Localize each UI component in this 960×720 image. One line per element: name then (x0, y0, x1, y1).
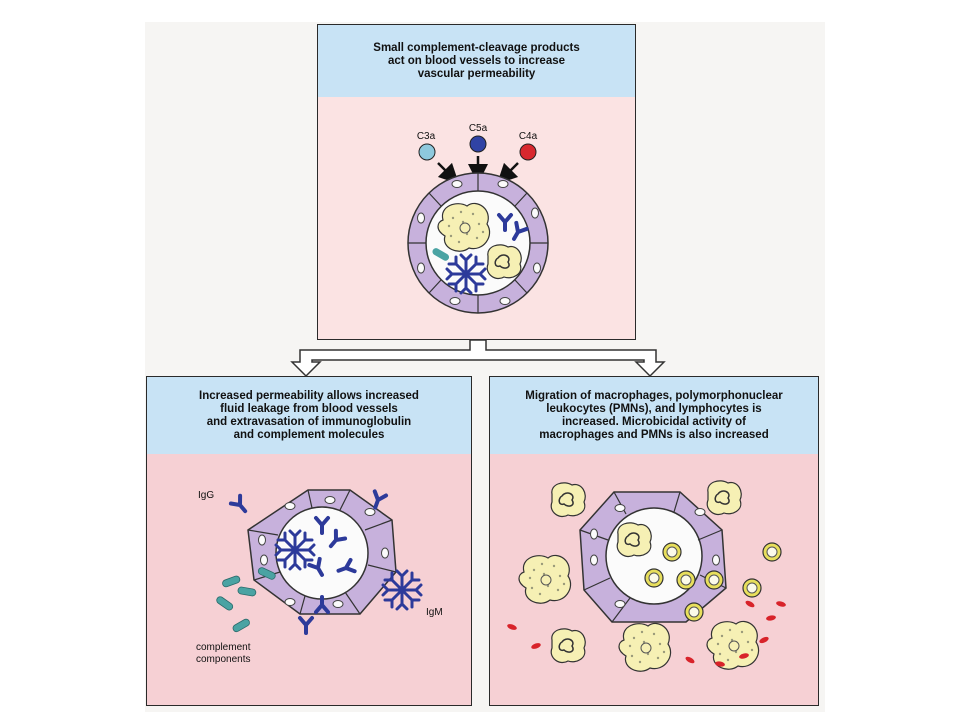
c5a-label: C5a (469, 123, 488, 134)
panel-header: Migration of macrophages, polymorphonucl… (490, 377, 818, 455)
complement-components (216, 567, 276, 633)
branch-arrow-icon (290, 339, 666, 378)
complement-label-line2: components (196, 654, 250, 665)
arrow-down-icon (496, 162, 519, 185)
c4a-label: C4a (519, 131, 538, 142)
blood-vessel (407, 172, 549, 314)
top-panel-art: C3a C5a C4a (407, 123, 549, 314)
igm-label: IgM (426, 607, 443, 618)
igg-label: IgG (198, 490, 214, 501)
c3a-molecule (418, 143, 436, 161)
complement-label-line1: complement (196, 642, 251, 653)
panel-title: Increased permeability allows increased … (199, 389, 419, 441)
panel-header: Small complement-cleavage products act o… (318, 25, 635, 98)
blood-vessel (247, 489, 397, 635)
panel-header: Increased permeability allows increased … (147, 377, 471, 455)
c5a-molecule (469, 135, 487, 153)
left-panel-art: IgG IgM complement components (196, 489, 443, 665)
c4a-molecule (519, 143, 537, 161)
c3a-label: C3a (417, 131, 436, 142)
panel-title: Small complement-cleavage products act o… (373, 41, 580, 80)
panel-title: Migration of macrophages, polymorphonucl… (525, 389, 783, 441)
blood-vessel (579, 491, 727, 623)
arrow-down-icon (437, 162, 460, 185)
red-blood-cells (507, 600, 786, 667)
right-panel-art (507, 480, 786, 672)
